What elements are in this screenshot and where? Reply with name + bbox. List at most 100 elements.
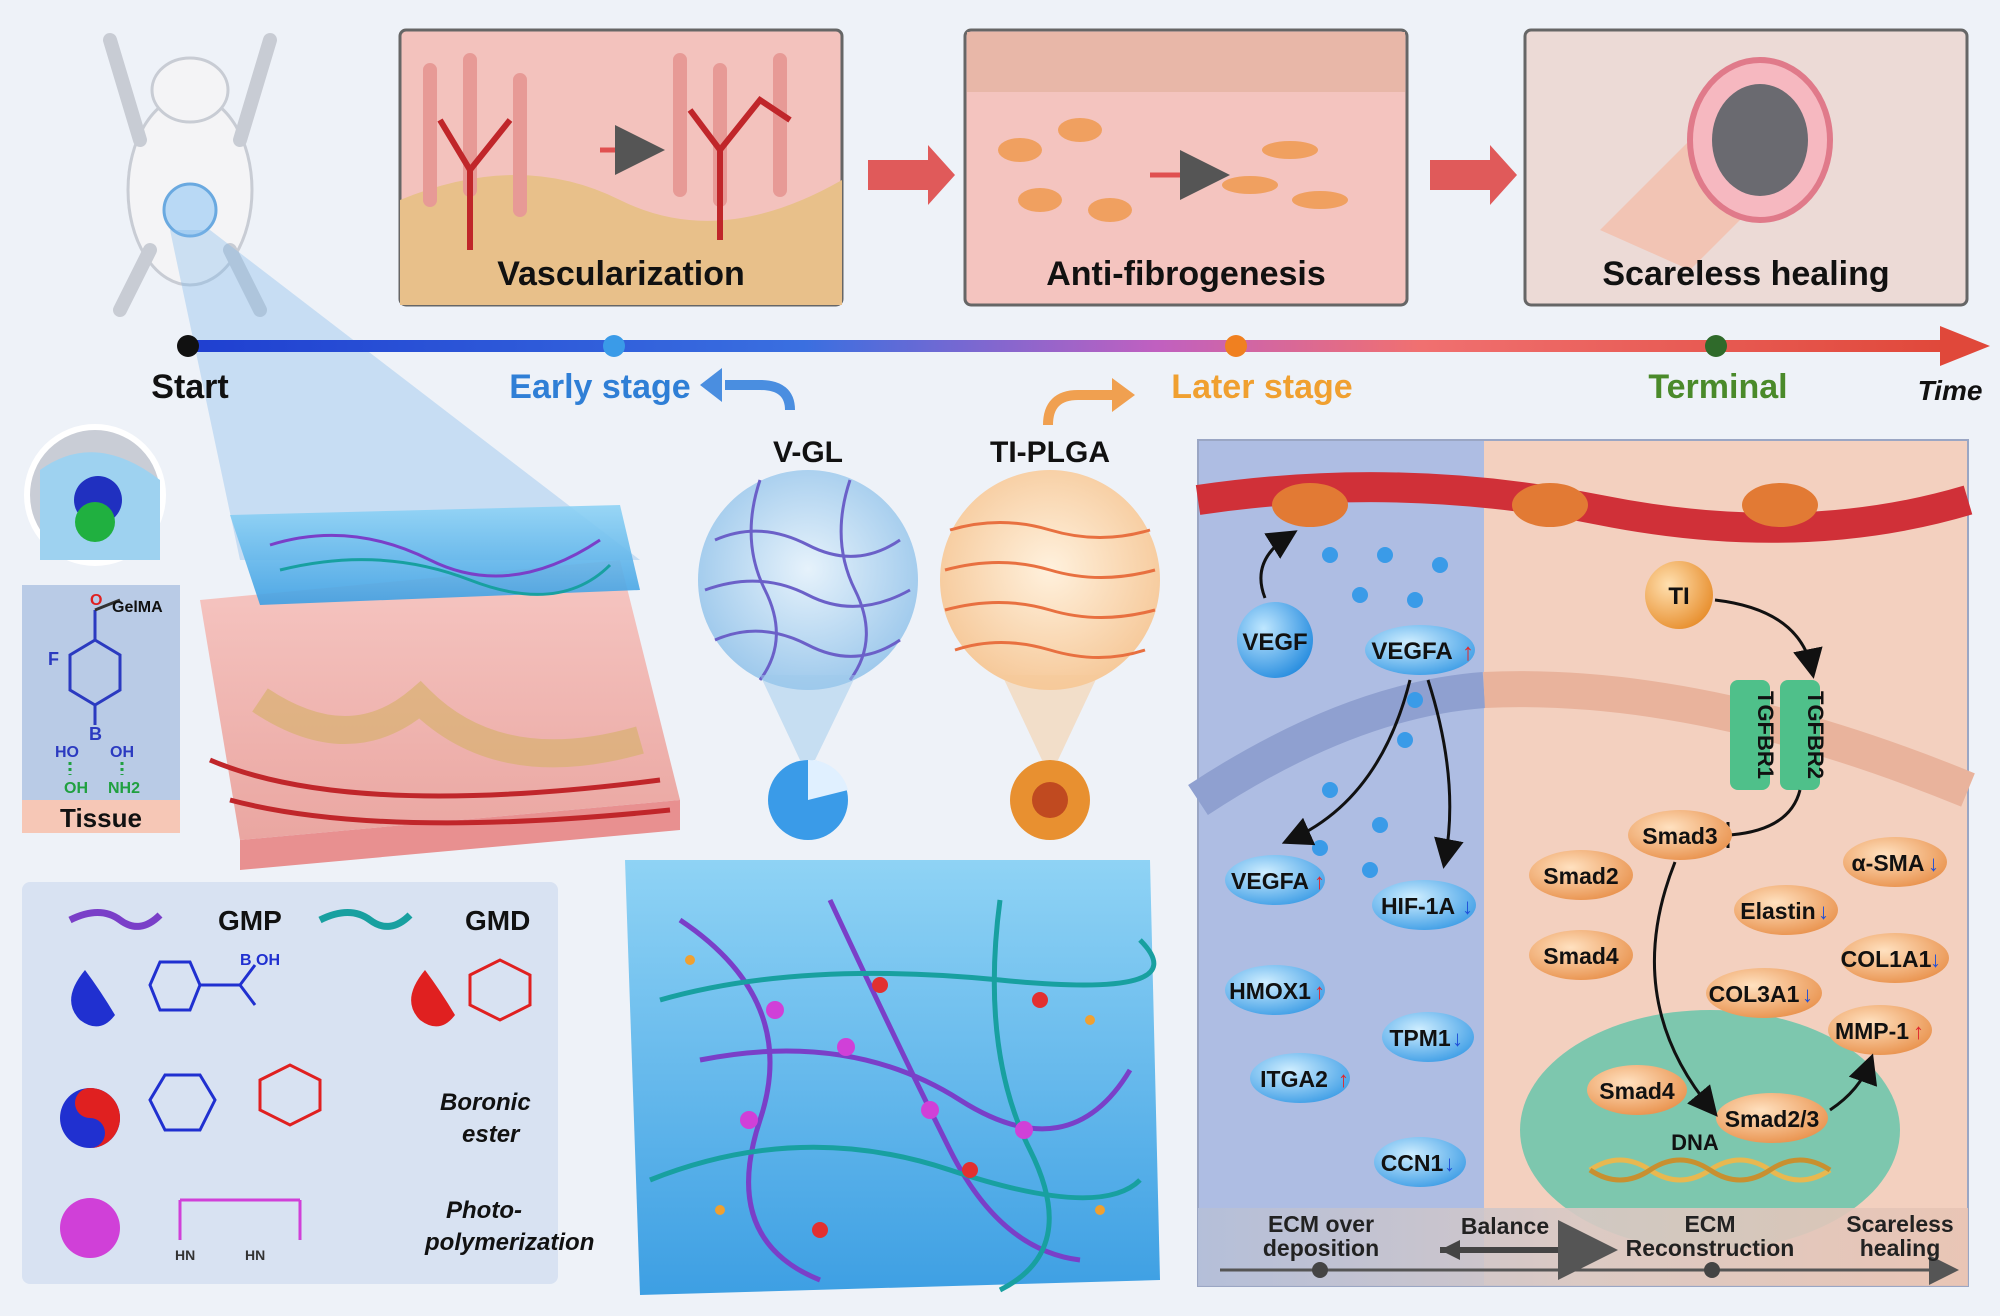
hif1a-label: HIF-1A	[1381, 893, 1455, 919]
dna-label: DNA	[1671, 1130, 1719, 1155]
svg-text:↑: ↑	[1314, 869, 1325, 894]
hydrogel-patch	[230, 505, 640, 605]
vgl-sphere-group: V-GL	[698, 436, 918, 840]
svg-text:↓: ↓	[1802, 982, 1813, 1007]
svg-text:↓: ↓	[1818, 899, 1829, 924]
tissue-label: Tissue	[60, 803, 142, 833]
svg-text:↑: ↑	[1913, 1019, 1924, 1044]
nh2-label: NH2	[108, 780, 140, 797]
vgl-label: V-GL	[773, 436, 843, 469]
tgfbr1-label: TGFBR1	[1753, 691, 1778, 779]
svg-text:↓: ↓	[1928, 851, 1939, 876]
hydrogel-block	[625, 860, 1160, 1295]
ester-label: ester	[462, 1121, 521, 1148]
zoom-cone	[170, 230, 640, 560]
later-dot	[1225, 335, 1247, 357]
vegfa-top-node	[1365, 625, 1475, 675]
scareless-line2: healing	[1860, 1235, 1941, 1261]
mmp1-label: MMP-1	[1835, 1018, 1909, 1044]
vegf-branch: VEGF VEGFA ↑	[1237, 530, 1475, 878]
svg-text:↑: ↑	[1314, 979, 1325, 1004]
photopolymerization-swatch	[60, 1198, 120, 1258]
early-dot	[603, 335, 625, 357]
terminal-dot	[1705, 335, 1727, 357]
vegf-label: VEGF	[1242, 629, 1307, 656]
svg-text:↑: ↑	[1462, 639, 1474, 666]
panel-arrow-1	[868, 145, 955, 205]
asma-label: α-SMA	[1852, 850, 1925, 876]
gmd-swatch	[318, 909, 413, 930]
scareless-line1: Scareless	[1846, 1211, 1953, 1237]
svg-text:↓: ↓	[1462, 894, 1473, 919]
ecm-recon-line2: Reconstruction	[1626, 1235, 1795, 1261]
tissue-chemistry-box: Tissue O GelMA F B HO OH OH NH2	[22, 585, 180, 833]
vegfa-low-label: VEGFA	[1231, 868, 1309, 894]
vegfa-top-label: VEGFA	[1371, 638, 1452, 665]
gmp-swatch	[68, 909, 163, 930]
tiplga-sphere	[940, 470, 1160, 690]
elastin-label: Elastin	[1740, 898, 1815, 924]
start-label: Start	[151, 368, 228, 406]
legend-box: GMP GMD B OH Boronic ester HN HN Photo- …	[22, 882, 594, 1284]
tpm1-label: TPM1	[1389, 1025, 1451, 1051]
terminal-label: Terminal	[1648, 368, 1787, 406]
ccn1-label: CCN1	[1381, 1150, 1444, 1176]
svg-text:↓: ↓	[1452, 1026, 1463, 1051]
anti-fibrogenesis-label: Anti-fibrogenesis	[1046, 255, 1326, 293]
oh-label: OH	[110, 744, 134, 761]
hmox1-label: HMOX1	[1229, 978, 1311, 1004]
outcome-scale: ECM over deposition Balance ECM Reconstr…	[1263, 1211, 1954, 1261]
scareless-healing-label: Scareless healing	[1602, 255, 1889, 293]
vascularization-label: Vascularization	[497, 255, 745, 293]
boronic-label: Boronic	[440, 1089, 531, 1116]
smad23-label: Smad2/3	[1725, 1106, 1820, 1132]
ecm-over-line2: deposition	[1263, 1235, 1379, 1261]
smad2-label: Smad2	[1543, 863, 1618, 889]
svg-text:B OH: B OH	[240, 952, 280, 969]
start-dot	[177, 335, 199, 357]
tiplga-label: TI-PLGA	[990, 436, 1110, 469]
early-arrow	[725, 380, 795, 411]
col3a1-label: COL3A1	[1709, 981, 1800, 1007]
timeline: Start Early stage Later stage Terminal T…	[151, 326, 1990, 426]
ecm-over-line1: ECM over	[1268, 1211, 1374, 1237]
gelma-label: GelMA	[112, 599, 163, 616]
tgfbr2-receptor	[1780, 680, 1820, 790]
ti-branch: TI TGFBR1 TGFBR2	[1645, 561, 1828, 848]
tgfbr2-label: TGFBR2	[1803, 691, 1828, 779]
panel-arrow-2	[1430, 145, 1517, 205]
polymerization-label: polymerization	[424, 1229, 594, 1256]
oh-tissue-label: OH	[64, 780, 88, 797]
panel-vascularization: Vascularization	[398, 28, 844, 307]
later-gene-nodes: Smad3 Smad2 Smad4 α-SMA ↓ Elastin ↓ COL1…	[1529, 810, 1949, 1183]
vegf-ball	[1237, 602, 1313, 678]
svg-text:O: O	[90, 592, 102, 609]
panel-anti-fibrogenesis: Anti-fibrogenesis	[963, 28, 1409, 307]
adhesion-zoom	[24, 424, 166, 566]
smad4-nucleus-label: Smad4	[1599, 1078, 1675, 1104]
early-stage-label: Early stage	[509, 368, 690, 406]
diol-swatch	[411, 970, 455, 1027]
smad4-label: Smad4	[1543, 943, 1619, 969]
svg-text:↓: ↓	[1444, 1151, 1455, 1176]
early-gene-nodes: VEGFA ↑ HIF-1A ↓ HMOX1 ↑ TPM1 ↓ ITGA2 ↑ …	[1225, 855, 1476, 1187]
smad3-label: Smad3	[1642, 823, 1717, 849]
vgl-sphere	[698, 470, 918, 690]
gmp-label: GMP	[218, 905, 282, 936]
boron-label: B	[89, 724, 102, 744]
tiplga-sphere-group: TI-PLGA	[940, 436, 1160, 840]
svg-text:HN: HN	[245, 1247, 265, 1263]
ho-label: HO	[55, 744, 79, 761]
mouse-illustration	[103, 33, 277, 317]
ecm-recon-line1: ECM	[1684, 1211, 1735, 1237]
ti-ball	[1645, 561, 1713, 629]
itga2-label: ITGA2	[1260, 1066, 1328, 1092]
balance-label: Balance	[1461, 1213, 1549, 1239]
ti-label: TI	[1668, 583, 1689, 610]
photo-label: Photo-	[446, 1197, 522, 1224]
col1a1-label: COL1A1	[1841, 946, 1932, 972]
svg-text:↑: ↑	[1338, 1067, 1349, 1092]
svg-text:↓: ↓	[1930, 947, 1941, 972]
gmd-label: GMD	[465, 905, 530, 936]
